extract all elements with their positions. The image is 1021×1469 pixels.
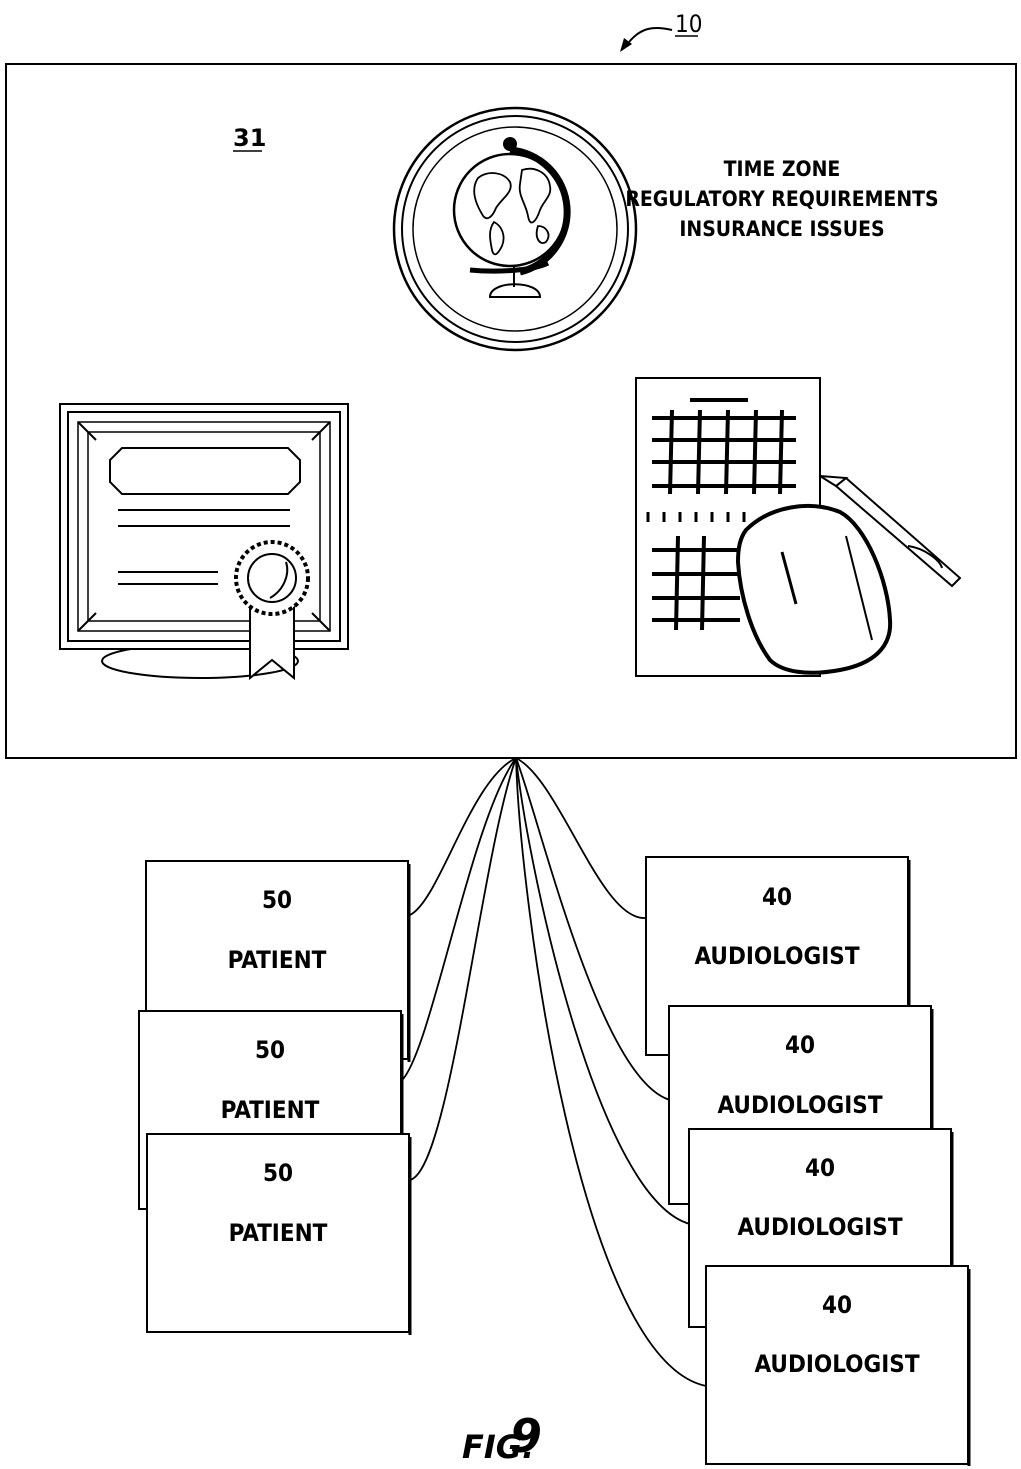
patient-numeral: 50 [255,1036,285,1064]
insurance-issues-label: INSURANCE ISSUES [679,217,884,241]
patient-label: PATIENT [221,1096,320,1124]
audiologist-numeral: 40 [822,1291,852,1319]
audiologist-numeral: 40 [805,1154,835,1182]
audiologist-card: 40 AUDIOLOGIST [705,1265,971,1466]
figure-caption-prefix: FIG. [462,1428,534,1466]
patient-label: PATIENT [229,1219,328,1247]
network-connections [399,757,707,1387]
reference-numeral-10: 10 [675,10,702,38]
figure-caption: FIG. 9 [462,1409,542,1466]
globe-caption: TIME ZONE REGULATORY REQUIREMENTS INSURA… [625,157,938,241]
audiologist-label: AUDIOLOGIST [717,1091,882,1119]
certificate-icon [59,403,349,681]
audiologist-numeral: 40 [785,1031,815,1059]
audiologist-label: AUDIOLOGIST [694,942,859,970]
audiologist-label: AUDIOLOGIST [754,1350,919,1378]
globe-icon [392,106,638,352]
calendar-icon [635,377,962,677]
server-numeral: 31 [233,124,266,152]
audiologist-numeral: 40 [762,883,792,911]
patient-card: 50 PATIENT [146,1133,412,1335]
patient-numeral: 50 [263,1159,293,1187]
reference-10: 10 [620,10,702,52]
figure-caption-number: 9 [510,1409,542,1463]
audiologist-label: AUDIOLOGIST [737,1213,902,1241]
patient-numeral: 50 [262,886,292,914]
patient-label: PATIENT [228,946,327,974]
regulatory-requirements-label: REGULATORY REQUIREMENTS [625,187,938,211]
time-zone-label: TIME ZONE [724,157,841,181]
